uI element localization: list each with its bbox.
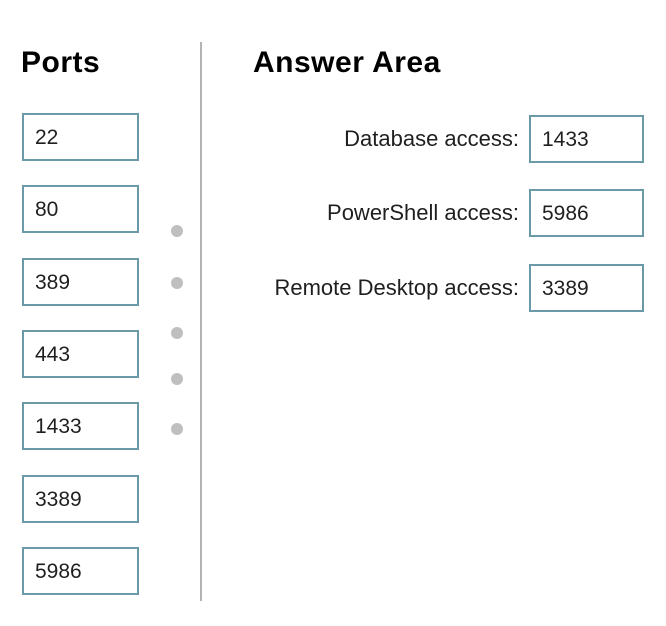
drop-indicator-dot bbox=[171, 277, 183, 289]
answer-label-powershell-access: PowerShell access: bbox=[327, 200, 519, 225]
drop-indicator-dot bbox=[171, 373, 183, 385]
port-token-1433[interactable]: 1433 bbox=[22, 402, 139, 450]
answer-row-powershell-access: PowerShell access: 5986 bbox=[210, 189, 644, 237]
drop-indicator-dot bbox=[171, 225, 183, 237]
drop-indicator-dot bbox=[171, 327, 183, 339]
answer-label-remote-desktop-access: Remote Desktop access: bbox=[274, 275, 519, 300]
answer-label-database-access: Database access: bbox=[344, 126, 519, 151]
port-token-389[interactable]: 389 bbox=[22, 258, 139, 306]
ports-column-title: Ports bbox=[21, 46, 101, 79]
port-token-5986[interactable]: 5986 bbox=[22, 547, 139, 595]
answer-drop-target-database-access[interactable]: 1433 bbox=[529, 115, 644, 163]
answer-drop-target-remote-desktop-access[interactable]: 3389 bbox=[529, 264, 644, 312]
column-divider bbox=[200, 42, 202, 601]
port-token-80[interactable]: 80 bbox=[22, 185, 139, 233]
port-token-443[interactable]: 443 bbox=[22, 330, 139, 378]
answer-area-title: Answer Area bbox=[253, 46, 441, 79]
port-token-22[interactable]: 22 bbox=[22, 113, 139, 161]
port-token-3389[interactable]: 3389 bbox=[22, 475, 139, 523]
answer-row-remote-desktop-access: Remote Desktop access: 3389 bbox=[210, 264, 644, 312]
drop-indicator-dot bbox=[171, 423, 183, 435]
answer-drop-target-powershell-access[interactable]: 5986 bbox=[529, 189, 644, 237]
answer-row-database-access: Database access: 1433 bbox=[210, 115, 644, 163]
